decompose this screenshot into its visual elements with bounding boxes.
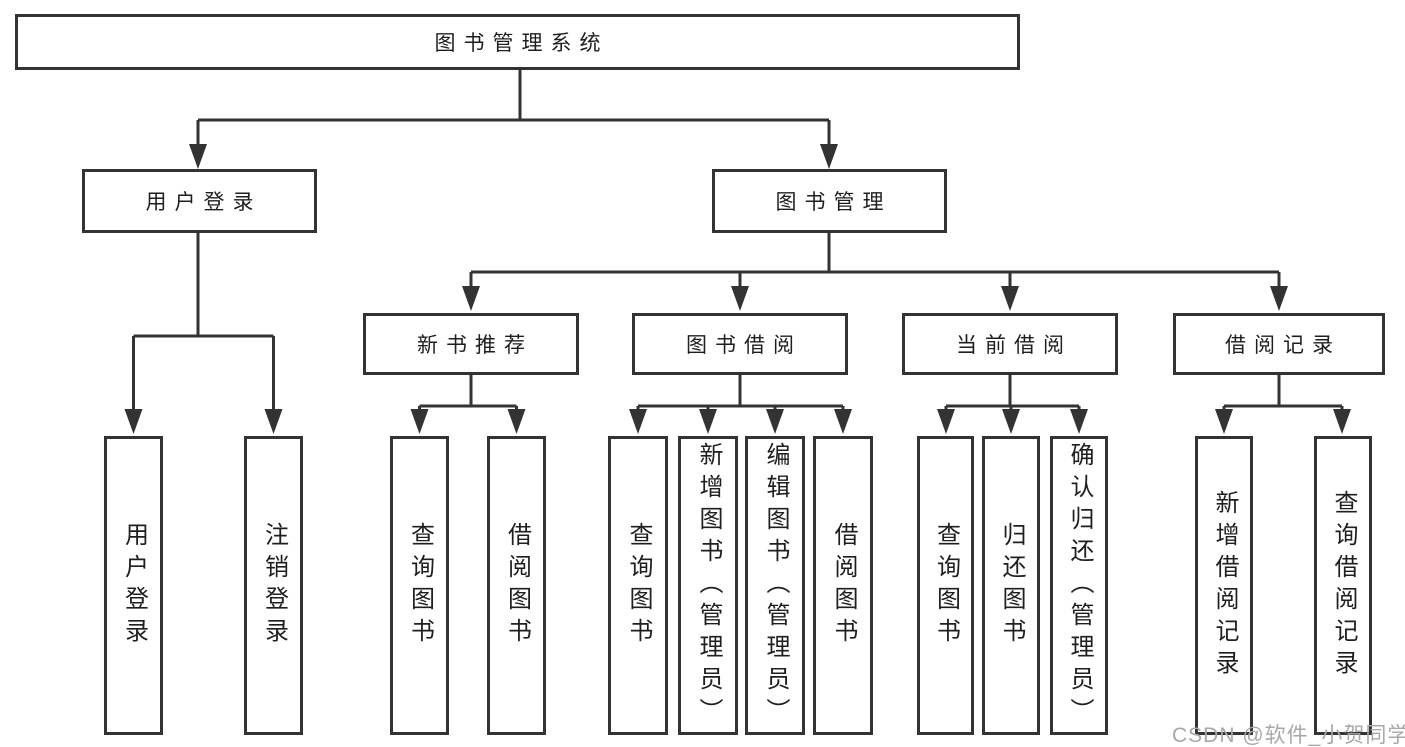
leaf-logout: 注销登录 xyxy=(244,436,303,735)
leaf-borrow-borrow: 借阅图书 xyxy=(813,436,873,735)
arrowhead xyxy=(1001,286,1019,311)
leaf-borrow-query: 查询图书 xyxy=(608,436,668,735)
arrowhead xyxy=(937,409,955,434)
arrowhead xyxy=(189,144,207,169)
connector-root-to-level2 xyxy=(196,70,831,146)
leaf-newbook-borrow-label: 借阅图书 xyxy=(503,521,531,650)
connector-book-borrow-to-leaves xyxy=(636,375,845,411)
watermark: CSDN @软件_小贺同学 xyxy=(1172,724,1405,747)
node-borrow-record: 借阅记录 xyxy=(1173,313,1385,375)
node-user-login-label: 用户登录 xyxy=(145,191,262,214)
leaf-current-query-label: 查询图书 xyxy=(932,521,960,650)
leaf-borrow-edit-admin: 编辑图书（管理员） xyxy=(745,436,805,735)
leaf-newbook-query-label: 查询图书 xyxy=(406,521,434,650)
leaf-current-confirm-admin: 确认归还（管理员） xyxy=(1050,436,1108,735)
leaf-newbook-borrow: 借阅图书 xyxy=(487,436,546,735)
leaf-borrow-borrow-label: 借阅图书 xyxy=(830,521,857,650)
node-new-book-recommend-label: 新书推荐 xyxy=(417,334,533,357)
node-user-login: 用户登录 xyxy=(82,169,317,233)
arrowhead xyxy=(1002,409,1020,434)
node-book-management-label: 图书管理 xyxy=(775,191,892,214)
arrowhead xyxy=(1333,409,1351,434)
leaf-user-login: 用户登录 xyxy=(104,436,163,735)
leaf-newbook-query: 查询图书 xyxy=(390,436,449,735)
leaf-current-return-label: 归还图书 xyxy=(998,521,1025,650)
node-root-label: 图书管理系统 xyxy=(434,32,609,55)
connector-borrow-record-to-leaves xyxy=(1222,375,1344,411)
arrowhead xyxy=(629,409,647,434)
arrowhead xyxy=(1215,409,1233,434)
arrowhead xyxy=(264,409,283,434)
leaf-user-login-label: 用户登录 xyxy=(120,521,148,650)
leaf-current-return: 归还图书 xyxy=(982,436,1040,735)
arrowhead xyxy=(507,409,526,434)
leaf-record-add: 新增借阅记录 xyxy=(1195,436,1253,735)
arrowhead xyxy=(462,286,480,311)
connector-current-borrow-to-leaves xyxy=(944,375,1081,411)
node-current-borrow-label: 当前借阅 xyxy=(956,334,1072,357)
leaf-borrow-add-admin-label: 新增图书（管理员） xyxy=(695,441,722,730)
arrowhead xyxy=(410,409,429,434)
arrowhead xyxy=(834,409,852,434)
arrowhead xyxy=(1070,409,1088,434)
node-root-system: 图书管理系统 xyxy=(15,14,1020,70)
arrowhead xyxy=(1270,286,1288,311)
leaf-borrow-query-label: 查询图书 xyxy=(625,521,652,650)
connector-book-management-to-level3 xyxy=(469,233,1281,288)
leaf-current-confirm-admin-label: 确认归还（管理员） xyxy=(1066,441,1093,730)
arrowhead xyxy=(731,286,749,311)
leaf-record-add-label: 新增借阅记录 xyxy=(1211,489,1238,682)
connector-new-book-to-leaves xyxy=(418,375,518,411)
node-new-book-recommend: 新书推荐 xyxy=(363,313,579,375)
leaf-borrow-edit-admin-label: 编辑图书（管理员） xyxy=(762,441,789,730)
leaf-borrow-add-admin: 新增图书（管理员） xyxy=(678,436,738,735)
leaf-record-query-label: 查询借阅记录 xyxy=(1330,489,1357,682)
arrowhead xyxy=(766,409,784,434)
node-current-borrow: 当前借阅 xyxy=(902,313,1118,375)
arrowhead xyxy=(124,409,143,434)
node-book-borrow: 图书借阅 xyxy=(632,313,848,375)
leaf-current-query: 查询图书 xyxy=(917,436,974,735)
node-borrow-record-label: 借阅记录 xyxy=(1225,334,1341,357)
node-book-management: 图书管理 xyxy=(712,169,947,233)
connector-user-login-to-leaves xyxy=(132,233,275,411)
arrowhead xyxy=(699,409,717,434)
arrowhead xyxy=(820,144,838,169)
leaf-record-query: 查询借阅记录 xyxy=(1314,436,1372,735)
node-book-borrow-label: 图书借阅 xyxy=(686,334,802,357)
leaf-logout-label: 注销登录 xyxy=(260,521,288,650)
